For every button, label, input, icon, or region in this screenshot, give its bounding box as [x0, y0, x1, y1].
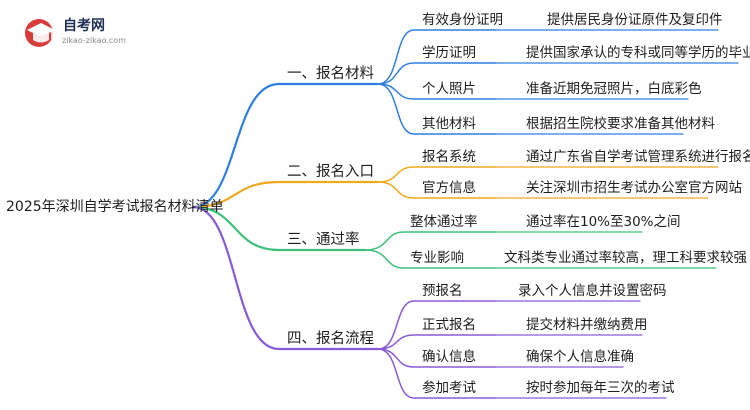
detail-major-impact: 文科类专业通过率较高，理工科要求较强 [504, 250, 747, 266]
item-take-exam: 参加考试 [422, 380, 476, 396]
detail-overall-pass-rate: 通过率在10%至30%之间 [526, 214, 681, 230]
site-logo: 自考网 zikao-zikao.com [22, 14, 142, 54]
item-connector [377, 348, 497, 399]
item-photo: 个人照片 [422, 81, 476, 97]
item-id-proof: 有效身份证明 [422, 12, 503, 28]
item-connector [377, 83, 497, 100]
detail-official-info: 关注深圳市招生考试办公室官方网站 [526, 180, 742, 196]
item-official-info: 官方信息 [422, 180, 476, 196]
item-connector [377, 62, 497, 85]
detail-photo: 准备近期免冠照片，白底彩色 [526, 81, 702, 97]
detail-other-materials: 根据招生院校要求准备其他材料 [526, 116, 715, 132]
branch-registration-process: 四、报名流程 [287, 331, 374, 347]
item-formal-registration: 正式报名 [422, 317, 476, 333]
item-pre-registration: 预报名 [422, 283, 463, 299]
branch-connector [191, 205, 367, 252]
item-connector [377, 181, 497, 199]
logo-url: zikao-zikao.com [62, 36, 126, 45]
item-other-materials: 其他材料 [422, 116, 476, 132]
branch-connector [191, 180, 380, 209]
item-confirm-info: 确认信息 [422, 349, 476, 365]
item-overall-pass-rate: 整体通过率 [410, 214, 478, 230]
branch-pass-rate: 三、通过率 [287, 232, 360, 248]
detail-take-exam: 按时参加每年三次的考试 [526, 380, 675, 396]
logo-title: 自考网 [63, 18, 105, 34]
item-major-impact: 专业影响 [410, 250, 464, 266]
branch-registration-entry: 二、报名入口 [287, 164, 374, 180]
item-connector [364, 231, 497, 251]
item-connector [377, 300, 497, 350]
item-connector [377, 166, 497, 183]
detail-confirm-info: 确保个人信息准确 [526, 349, 634, 365]
item-registration-system: 报名系统 [422, 149, 476, 165]
graduation-cap-icon [25, 19, 55, 47]
branch-connector [191, 205, 380, 351]
detail-formal-registration: 提交材料并缴纳费用 [526, 317, 648, 333]
item-connector [377, 334, 497, 350]
item-connector [364, 249, 497, 269]
branch-materials: 一、报名材料 [287, 66, 374, 82]
detail-id-proof: 提供居民身份证原件及复印件 [547, 12, 723, 28]
item-connector [377, 29, 497, 85]
branch-connector [191, 82, 380, 209]
detail-pre-registration: 录入个人信息并设置密码 [518, 283, 667, 299]
root-topic: 2025年深圳自学考试报名材料清单 [6, 199, 224, 215]
item-connector [377, 83, 497, 135]
detail-education-proof: 提供国家承认的专科或同等学历的毕业证书 [526, 45, 750, 61]
item-education-proof: 学历证明 [422, 45, 476, 61]
detail-registration-system: 通过广东省自学考试管理系统进行报名 [526, 149, 750, 165]
